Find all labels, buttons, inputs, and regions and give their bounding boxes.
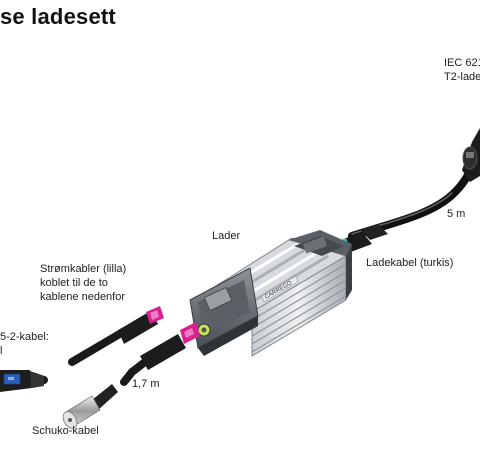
cable-length-5m: 5 m	[447, 208, 466, 220]
power-cable-upper	[68, 306, 164, 366]
power-cables-label-line3: kablene nedenfor	[40, 291, 126, 303]
charger-box: CARREGO	[189, 230, 352, 357]
t2-plug	[462, 128, 480, 182]
power-cables-label-line1: Strømkabler (lilla)	[40, 263, 127, 275]
charger-label: Lader	[212, 230, 241, 242]
cee-cable-label-line2: l	[0, 345, 3, 357]
cee-cable-label-line1: 5-2-kabel:	[0, 331, 49, 343]
cable-length-1-7m: 1,7 m	[132, 378, 160, 390]
iec-label-line2: T2-lade	[444, 71, 480, 83]
power-cable-lower	[120, 322, 200, 386]
charging-cable-label: Ladekabel (turkis)	[366, 257, 454, 269]
power-cables-label-line2: koblet til de to	[40, 277, 108, 289]
schuko-cable-label: Schuko-kabel	[32, 425, 99, 437]
iec-label-line1: IEC 621	[444, 57, 480, 69]
cee-plug	[0, 369, 48, 392]
schuko-plug	[62, 384, 118, 429]
page-title: se ladesett	[0, 4, 116, 29]
